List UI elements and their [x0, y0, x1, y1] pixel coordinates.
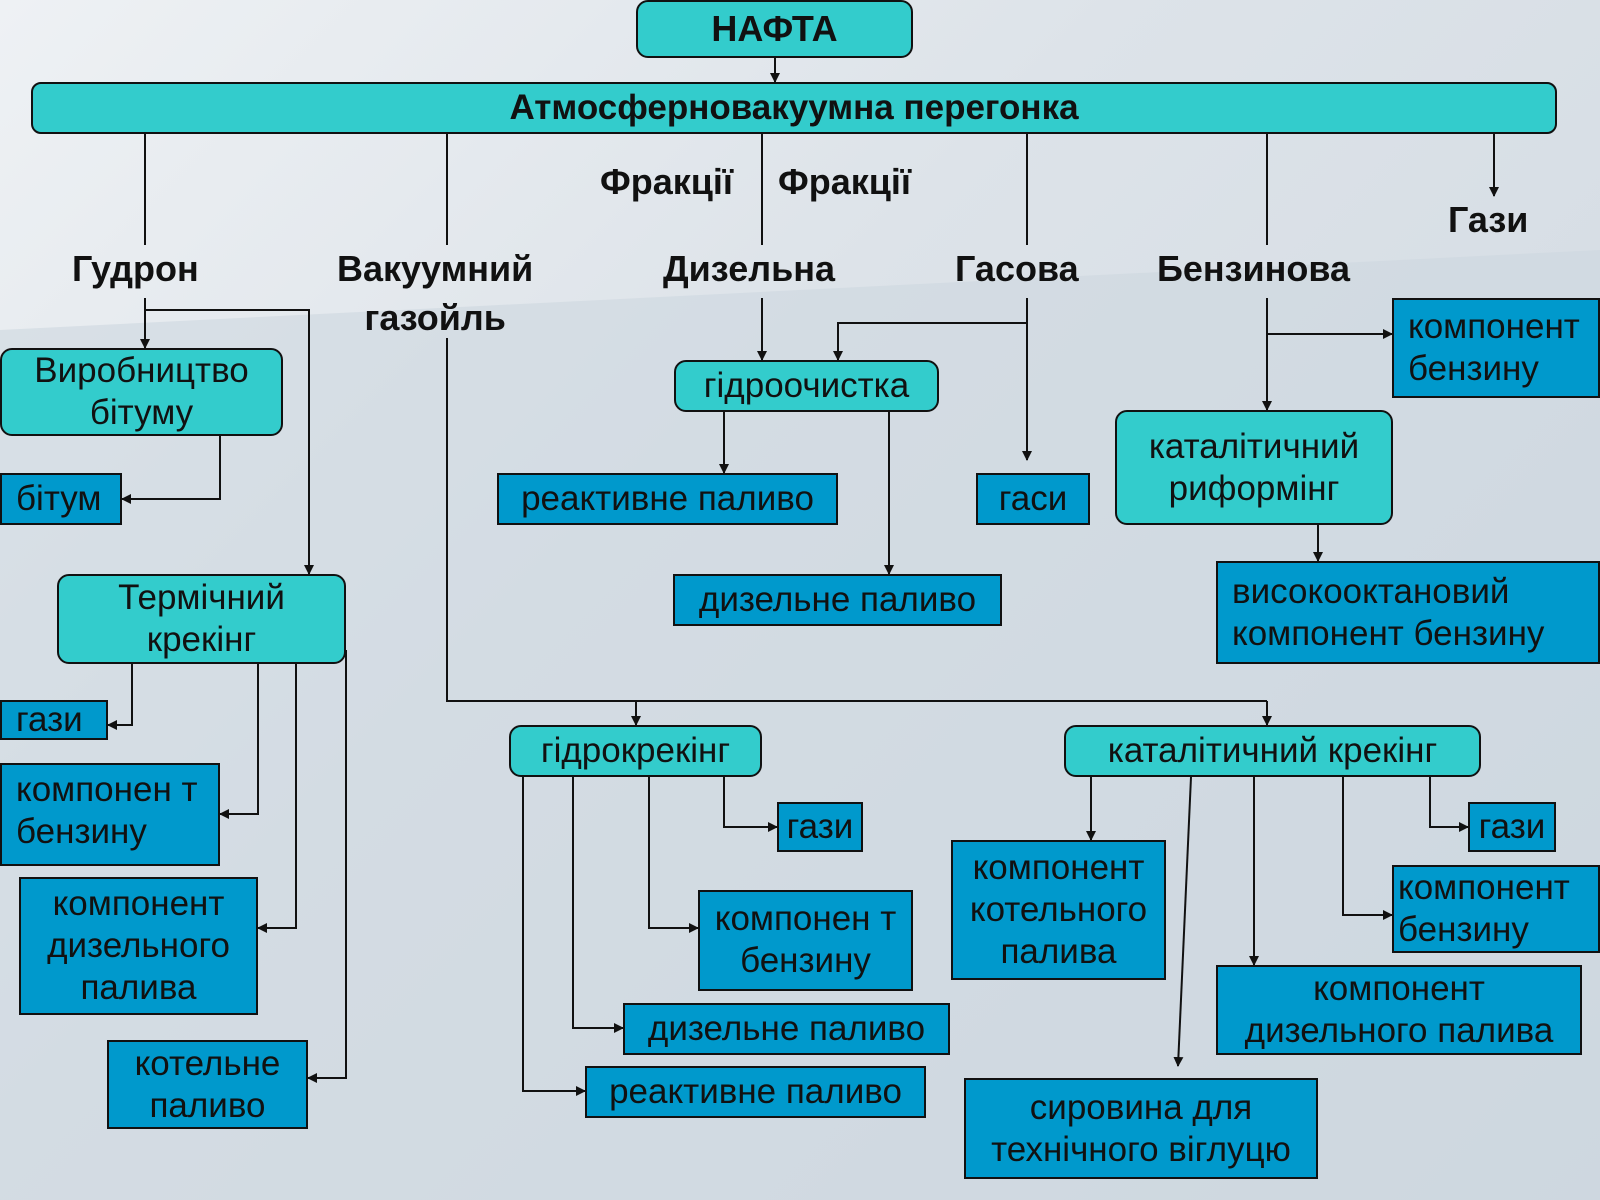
product-cc-gasoline-component: компонент бензину: [1392, 865, 1600, 953]
process-catalytic-cracking: каталітичний крекінг: [1064, 725, 1481, 777]
process-bitumen-production: Виробництво бітуму: [0, 348, 283, 436]
product-diesel-fuel: дизельне паливо: [673, 574, 1002, 626]
product-hc-gasoline-component: компонен т бензину: [698, 890, 913, 991]
fraction-vacuum-gasoil-line2: газойль: [364, 296, 506, 338]
product-kerosenes: гаси: [976, 473, 1090, 525]
product-high-octane-component: високооктановий компонент бензину: [1216, 561, 1600, 664]
product-hc-diesel-fuel: дизельне паливо: [623, 1003, 950, 1055]
product-bitumen: бітум: [0, 473, 122, 525]
product-gasoline-component: компонент бензину: [1392, 298, 1600, 398]
product-tc-gases: гази: [0, 700, 108, 740]
oil-node: НАФТА: [636, 0, 913, 58]
product-hc-jet-fuel: реактивне паливо: [585, 1066, 926, 1118]
fraction-gudron: Гудрон: [72, 248, 199, 289]
product-tc-boiler-fuel: котельне паливо: [107, 1040, 308, 1129]
fraction-vacuum-gasoil: Вакуумний газойль: [337, 245, 533, 342]
product-jet-fuel: реактивне паливо: [497, 473, 838, 525]
fraction-gasoline: Бензинова: [1157, 248, 1351, 289]
fraction-vacuum-gasoil-line1: Вакуумний: [337, 248, 534, 289]
process-thermal-cracking: Термічний крекінг: [57, 574, 346, 664]
product-hc-gases: гази: [777, 802, 863, 852]
fractions-label: Фракції: [600, 161, 734, 202]
process-hydrotreating: гідроочистка: [674, 360, 939, 412]
gases-label: Гази: [1448, 199, 1529, 240]
process-catalytic-reforming: каталітичний риформінг: [1115, 410, 1393, 525]
process-hydrocracking: гідрокрекінг: [509, 725, 762, 777]
product-cc-diesel-component: компонент дизельного палива: [1216, 965, 1582, 1055]
product-cc-carbon-black-feed: сировина для технічного віглуцю: [964, 1078, 1318, 1179]
product-tc-diesel-component: компонент дизельного палива: [19, 877, 258, 1015]
distillation-node: Атмосферновакуумна перегонка: [31, 82, 1557, 134]
product-tc-gasoline-component: компонен т бензину: [0, 763, 220, 866]
fractions-label: Фракції: [778, 161, 912, 202]
fraction-diesel: Дизельна: [663, 248, 835, 289]
fraction-kerosene: Гасова: [955, 248, 1079, 289]
product-cc-gases: гази: [1468, 802, 1556, 852]
product-cc-boiler-component: компонент котельного палива: [951, 840, 1166, 980]
